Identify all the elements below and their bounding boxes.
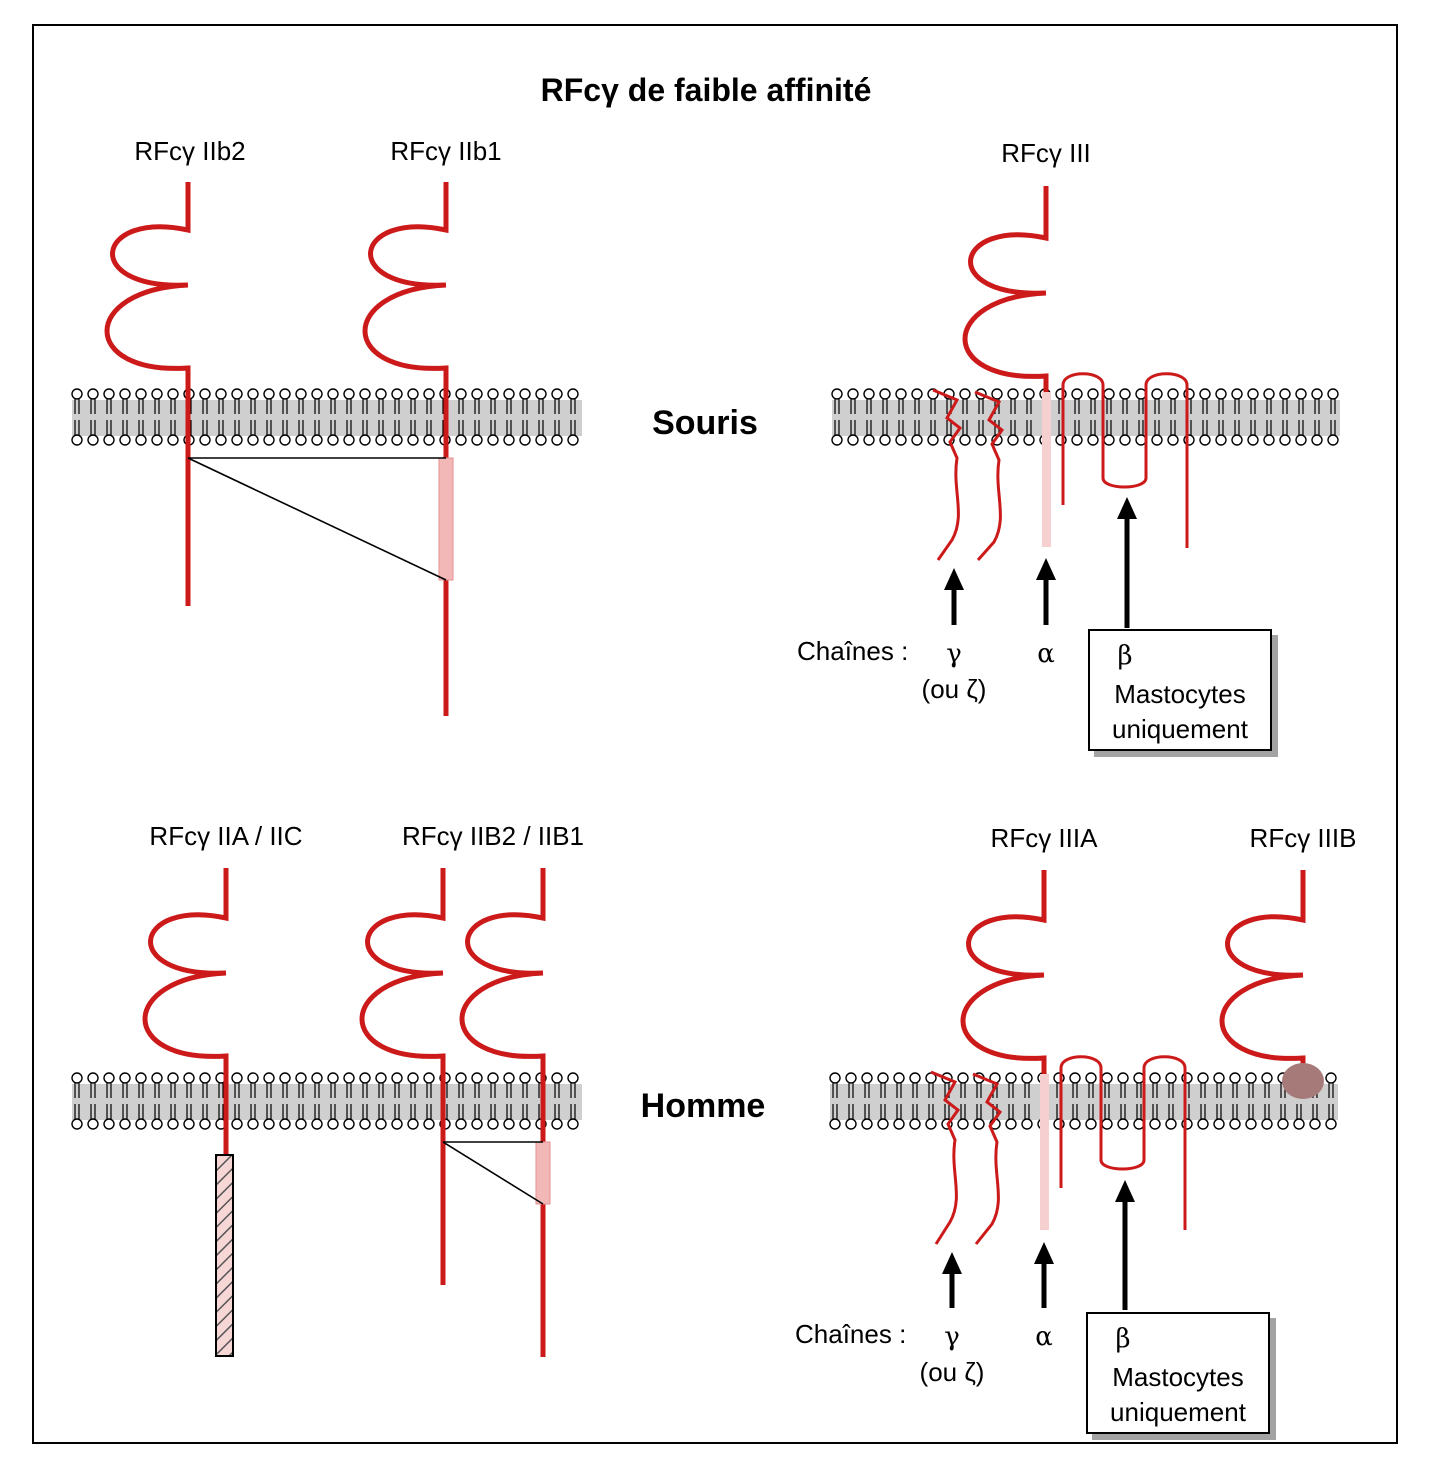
gamma-alt-label-mouse: (ou ζ) bbox=[922, 674, 987, 704]
membranes bbox=[71, 388, 1340, 1130]
gamma-label-human: γ bbox=[944, 1322, 960, 1352]
beta-note-line1-mouse: Mastocytes bbox=[1114, 679, 1246, 709]
splice-connector-human bbox=[442, 1141, 544, 1205]
receptor-label-mouse-iib1: RFcγ IIb1 bbox=[390, 136, 501, 166]
alpha-tm-tail-human bbox=[1040, 1074, 1049, 1230]
receptor-human-iia-iic bbox=[142, 868, 234, 1357]
receptor-human-iiib bbox=[1219, 870, 1324, 1099]
hatched-tail-iia bbox=[215, 1154, 234, 1357]
receptor-label-human-iib2-iib1: RFcγ IIB2 / IIB1 bbox=[402, 821, 584, 851]
beta-note-box-mouse: β Mastocytes uniquement bbox=[1088, 629, 1272, 751]
beta-note-line2-human: uniquement bbox=[1110, 1397, 1247, 1427]
arrows-human bbox=[942, 1180, 1135, 1310]
chains-label-mouse: Chaînes : bbox=[797, 636, 908, 666]
chains-label-human: Chaînes : bbox=[795, 1319, 906, 1349]
receptor-mouse-iib2 bbox=[104, 182, 191, 606]
beta-note-box-human: β Mastocytes uniquement bbox=[1086, 1312, 1270, 1434]
human-panel: Homme RFcγ IIA / IIC RFcγ IIB2 / IIB1 RF… bbox=[142, 821, 1357, 1434]
gamma-label-mouse: γ bbox=[946, 639, 962, 669]
beta-label-mouse: β bbox=[1117, 641, 1132, 671]
receptor-label-human-iiib: RFcγ IIIB bbox=[1250, 823, 1357, 853]
species-label-human: Homme bbox=[641, 1087, 766, 1125]
beta-note-line2-mouse: uniquement bbox=[1112, 714, 1249, 744]
alpha-label-human: α bbox=[1035, 1322, 1053, 1352]
receptor-mouse-iii-alpha bbox=[962, 186, 1051, 547]
species-label-mouse: Souris bbox=[652, 404, 758, 442]
membrane-mouse-left bbox=[71, 388, 582, 446]
insert-segment-iib1-human bbox=[535, 1141, 551, 1205]
receptor-human-iib1 bbox=[459, 868, 551, 1357]
receptor-human-iiia-alpha bbox=[960, 870, 1049, 1230]
alpha-tm-tail-mouse bbox=[1042, 392, 1051, 547]
receptor-label-human-iia-iic: RFcγ IIA / IIC bbox=[149, 821, 302, 851]
alpha-label-mouse: α bbox=[1037, 639, 1055, 669]
splice-connector-mouse bbox=[187, 457, 447, 581]
mouse-panel: Souris RFcγ IIb2 RFcγ IIb1 RFcγ III bbox=[104, 136, 1272, 751]
receptor-label-mouse-iii: RFcγ III bbox=[1001, 138, 1091, 168]
receptor-human-iib2 bbox=[359, 868, 446, 1285]
membrane-mouse-right bbox=[831, 388, 1340, 446]
gamma-chains-mouse bbox=[932, 388, 1005, 561]
beta-chain-human bbox=[1059, 1055, 1187, 1230]
receptor-label-mouse-iib2: RFcγ IIb2 bbox=[134, 136, 245, 166]
receptor-label-human-iiia: RFcγ IIIA bbox=[991, 823, 1099, 853]
beta-note-line1-human: Mastocytes bbox=[1112, 1362, 1244, 1392]
figure-title: RFcγ de faible affinité bbox=[541, 72, 872, 108]
insert-segment-iib1 bbox=[438, 457, 454, 581]
beta-label-human: β bbox=[1115, 1324, 1130, 1354]
arrows-mouse bbox=[944, 497, 1137, 628]
gamma-chains-human bbox=[930, 1070, 1003, 1245]
gamma-alt-label-human: (ou ζ) bbox=[920, 1357, 985, 1387]
membrane-human-right bbox=[829, 1072, 1338, 1130]
membrane-human-left bbox=[71, 1072, 582, 1130]
gpi-anchor bbox=[1282, 1063, 1324, 1099]
receptor-mouse-iib1 bbox=[362, 182, 454, 716]
beta-chain-mouse bbox=[1061, 372, 1189, 548]
